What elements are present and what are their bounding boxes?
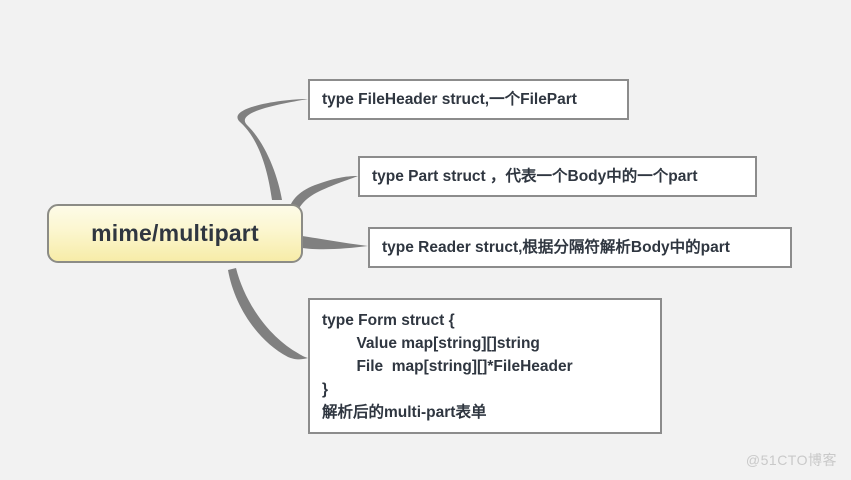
connector-form — [228, 268, 308, 360]
connector-reader — [296, 235, 368, 250]
root-node[interactable]: mime/multipart — [47, 204, 303, 263]
root-node-label: mime/multipart — [91, 220, 259, 246]
branch-box-reader[interactable]: type Reader struct,根据分隔符解析Body中的part — [368, 227, 792, 268]
branch-label-fileheader: type FileHeader struct,一个FilePart — [322, 90, 577, 108]
connector-fileheader — [237, 99, 308, 200]
branch-box-fileheader[interactable]: type FileHeader struct,一个FilePart — [308, 79, 629, 120]
branch-label-reader: type Reader struct,根据分隔符解析Body中的part — [382, 238, 730, 256]
branch-label-part: type Part struct ，代表一个Body中的一个part — [372, 167, 698, 185]
branch-box-part[interactable]: type Part struct ，代表一个Body中的一个part — [358, 156, 757, 197]
branch-box-form[interactable]: type Form struct { Value map[string][]st… — [308, 298, 662, 434]
branch-label-form: type Form struct { Value map[string][]st… — [322, 312, 573, 421]
watermark: @51CTO博客 — [745, 452, 837, 468]
